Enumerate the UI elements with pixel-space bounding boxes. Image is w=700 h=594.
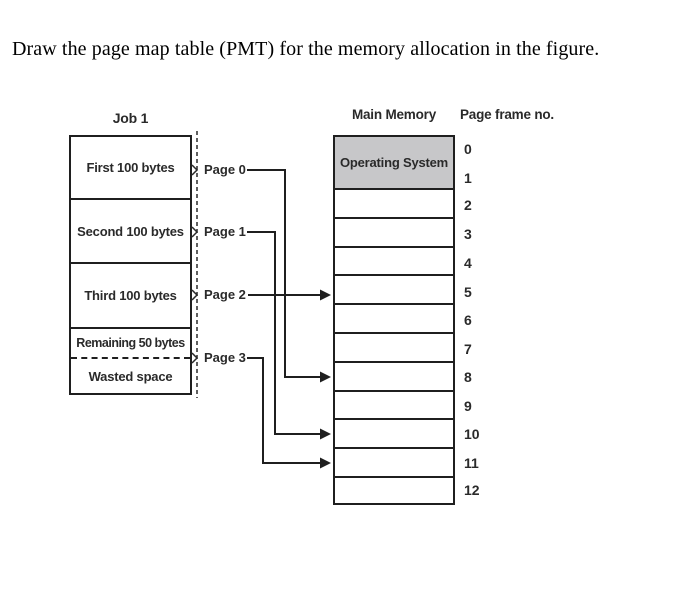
arrowhead-frame5-icon: [320, 289, 331, 301]
frame-number-12: 12: [464, 482, 480, 498]
job-box: First 100 bytes Second 100 bytes Third 1…: [69, 135, 192, 395]
page-frame-no-header: Page frame no.: [460, 107, 554, 122]
memory-frame-cell-7: [335, 332, 453, 361]
job-segment-third-100-bytes: Third 100 bytes: [71, 262, 190, 327]
memory-frame-cell-9: [335, 390, 453, 418]
frame-number-5: 5: [464, 284, 472, 300]
job-segment-first-100-bytes: First 100 bytes: [86, 160, 175, 175]
page-0-tick-icon: [191, 164, 199, 176]
job-segment-remaining-50-bytes: Remaining 50 bytes: [71, 327, 190, 357]
memory-frame-cell-8: [335, 361, 453, 390]
main-memory-table: Operating System: [333, 135, 455, 505]
arrow-page1-to-frame10: [247, 231, 320, 435]
frame-number-9: 9: [464, 398, 472, 414]
page-1-tick-icon: [191, 226, 199, 238]
frame-number-6: 6: [464, 312, 472, 328]
page-1-label: Page 1: [204, 224, 246, 239]
arrow-page0-to-frame8: [247, 169, 320, 378]
question-text: Draw the page map table (PMT) for the me…: [12, 38, 600, 60]
job-segment-second-100-bytes: Second 100 bytes: [71, 198, 190, 262]
frame-number-10: 10: [464, 426, 480, 442]
memory-frame-cell-11: [335, 447, 453, 476]
page-2-tick-icon: [191, 289, 199, 301]
frame-number-4: 4: [464, 255, 472, 271]
page-3-label: Page 3: [204, 350, 246, 365]
frame-number-0: 0: [464, 141, 472, 157]
arrowhead-frame10-icon: [320, 428, 331, 440]
arrowhead-frame8-icon: [320, 371, 331, 383]
memory-frame-cell-3: [335, 217, 453, 246]
page-3-tick-icon: [191, 352, 199, 364]
frame-number-7: 7: [464, 341, 472, 357]
frame-number-11: 11: [464, 455, 479, 471]
main-memory-header: Main Memory: [351, 107, 437, 122]
job-title: Job 1: [112, 110, 149, 126]
memory-frame-cell-4: [335, 246, 453, 274]
operating-system-cell: Operating System: [335, 137, 453, 188]
job-segment-wasted-space: Wasted space: [71, 357, 190, 393]
memory-frame-cell-5: [335, 274, 453, 303]
memory-frame-cell-12: [335, 476, 453, 503]
page-2-label: Page 2: [204, 287, 246, 302]
page-0-label: Page 0: [204, 162, 246, 177]
memory-frame-cell-2: [335, 188, 453, 217]
frame-number-2: 2: [464, 197, 472, 213]
memory-frame-cell-10: [335, 418, 453, 447]
frame-number-8: 8: [464, 369, 472, 385]
frame-number-3: 3: [464, 226, 472, 242]
memory-frame-cell-6: [335, 303, 453, 332]
frame-number-1: 1: [464, 170, 472, 186]
arrowhead-frame11-icon: [320, 457, 331, 469]
arrow-page3-to-frame11: [247, 357, 320, 464]
